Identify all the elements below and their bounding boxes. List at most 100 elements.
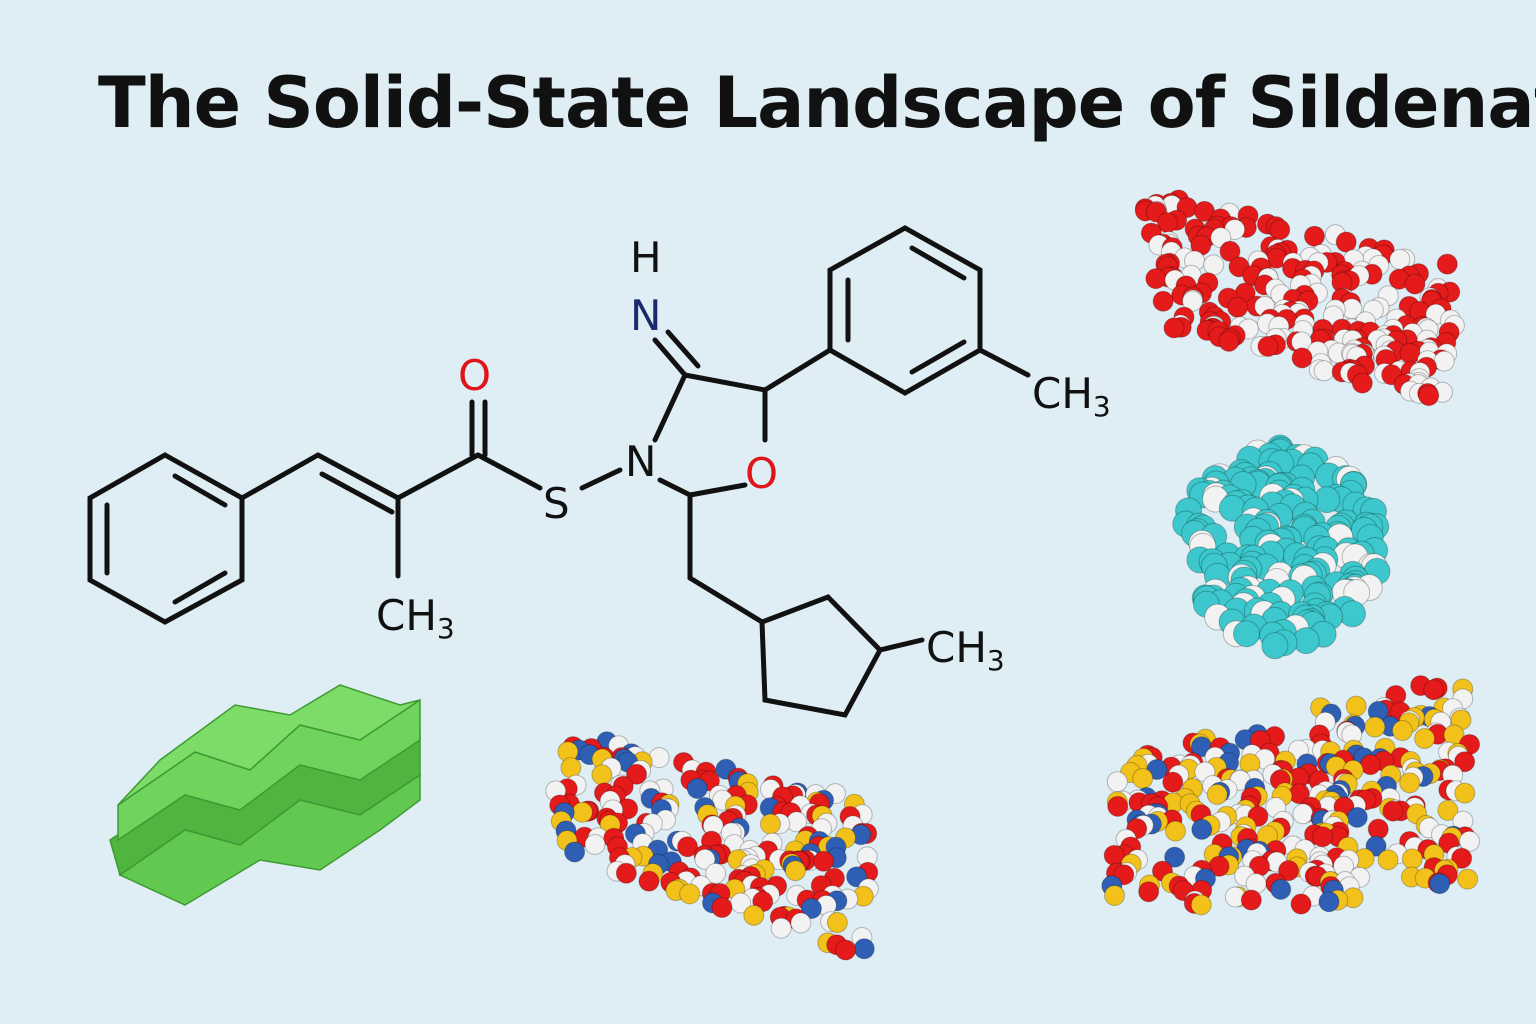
atom-sphere xyxy=(1132,767,1154,789)
atom-sphere xyxy=(1399,342,1421,364)
atom-sphere xyxy=(1459,830,1481,852)
atom-sphere xyxy=(1106,771,1128,793)
atom-sphere xyxy=(1164,820,1186,842)
atom-sphere xyxy=(1377,849,1399,871)
atom-label-o-ring: O xyxy=(745,449,778,498)
methyl-label-1: CH3 xyxy=(376,591,455,645)
atom-sphere xyxy=(1303,225,1325,247)
mixed-crystal-right xyxy=(1101,675,1481,916)
atom-sphere xyxy=(705,862,727,884)
atom-sphere xyxy=(1290,893,1312,915)
atom-sphere xyxy=(1457,868,1479,890)
atom-sphere xyxy=(853,938,875,960)
atom-sphere xyxy=(694,848,716,870)
atom-sphere xyxy=(759,813,781,835)
atom-sphere xyxy=(743,904,765,926)
green-layered-structure xyxy=(109,684,421,906)
atom-sphere xyxy=(1318,891,1340,913)
atom-sphere xyxy=(1313,360,1335,382)
atom-sphere xyxy=(1338,600,1366,628)
atom-sphere xyxy=(1404,273,1426,295)
atom-sphere xyxy=(679,883,701,905)
bonds xyxy=(87,225,1031,718)
atom-sphere xyxy=(1138,881,1160,903)
atom-sphere xyxy=(1451,847,1473,869)
atom-sphere xyxy=(1423,679,1445,701)
atom-sphere xyxy=(1454,782,1476,804)
atom-sphere xyxy=(1433,350,1455,372)
benzene-ring-right xyxy=(827,225,983,396)
atom-sphere xyxy=(615,862,637,884)
atom-sphere xyxy=(1414,728,1436,750)
atom-sphere xyxy=(1345,695,1367,717)
cyclopentane-ring xyxy=(759,594,884,718)
atom-sphere xyxy=(1152,290,1174,312)
atom-sphere xyxy=(1190,894,1212,916)
atom-sphere xyxy=(1107,795,1129,817)
atom-sphere xyxy=(770,917,792,939)
atom-sphere xyxy=(1219,240,1241,262)
atom-sphere xyxy=(1270,878,1292,900)
atom-label-s: S xyxy=(543,479,570,528)
red-white-crystal xyxy=(1134,189,1465,407)
atom-sphere xyxy=(1454,751,1476,773)
atom-sphere xyxy=(1351,372,1373,394)
atom-sphere xyxy=(1206,783,1228,805)
atom-sphere xyxy=(564,841,586,863)
atom-sphere xyxy=(711,896,733,918)
atom-sphere xyxy=(790,912,812,934)
atom-sphere xyxy=(1399,772,1421,794)
atom-sphere xyxy=(1292,803,1314,825)
atom-sphere xyxy=(626,763,648,785)
cyan-nanoparticle xyxy=(1172,434,1391,660)
atom-sphere xyxy=(560,757,582,779)
atom-sphere xyxy=(1261,632,1289,660)
atom-sphere xyxy=(1257,335,1279,357)
atom-sphere xyxy=(1182,290,1204,312)
methyl-label-2: CH3 xyxy=(1032,369,1111,423)
atom-sphere xyxy=(1437,799,1459,821)
atom-label-h: H xyxy=(630,233,662,282)
atom-sphere xyxy=(1312,826,1334,848)
atom-sphere xyxy=(1401,848,1423,870)
atom-sphere xyxy=(1218,330,1240,352)
atom-sphere xyxy=(1232,620,1260,648)
atom-sphere xyxy=(835,939,857,961)
atom-sphere xyxy=(584,833,606,855)
atom-sphere xyxy=(1382,800,1404,822)
atom-sphere xyxy=(800,898,822,920)
atom-sphere xyxy=(1365,835,1387,857)
atom-sphere xyxy=(1278,860,1300,882)
atom-sphere xyxy=(1240,889,1262,911)
atom-sphere xyxy=(1364,716,1386,738)
atom-sphere xyxy=(1429,873,1451,895)
atom-sphere xyxy=(1346,806,1368,828)
mixed-crystal-center xyxy=(545,731,879,961)
atom-sphere xyxy=(638,870,660,892)
atom-sphere xyxy=(1145,268,1167,290)
methyl-label-3: CH3 xyxy=(926,623,1005,677)
atom-sphere xyxy=(813,850,835,872)
atom-sphere xyxy=(1104,884,1126,906)
benzene-ring-left xyxy=(87,452,245,625)
atom-sphere xyxy=(1291,347,1313,369)
atom-sphere xyxy=(1227,296,1249,318)
atom-sphere xyxy=(686,777,708,799)
atom-sphere xyxy=(1436,253,1458,275)
atom-sphere xyxy=(1162,771,1184,793)
atom-sphere xyxy=(1335,231,1357,253)
atom-sphere xyxy=(1391,720,1413,742)
atom-sphere xyxy=(1164,846,1186,868)
atom-sphere xyxy=(1163,317,1185,339)
atom-sphere xyxy=(1418,385,1440,407)
atom-label-o: O xyxy=(458,351,491,400)
atom-sphere xyxy=(1203,254,1225,276)
atom-sphere xyxy=(677,836,699,858)
atom-label-n: N xyxy=(625,437,656,486)
atom-sphere xyxy=(784,860,806,882)
atom-sphere xyxy=(591,764,613,786)
atom-label-n-imine: N xyxy=(630,291,661,340)
atom-sphere xyxy=(571,801,593,823)
atom-sphere xyxy=(826,912,848,934)
